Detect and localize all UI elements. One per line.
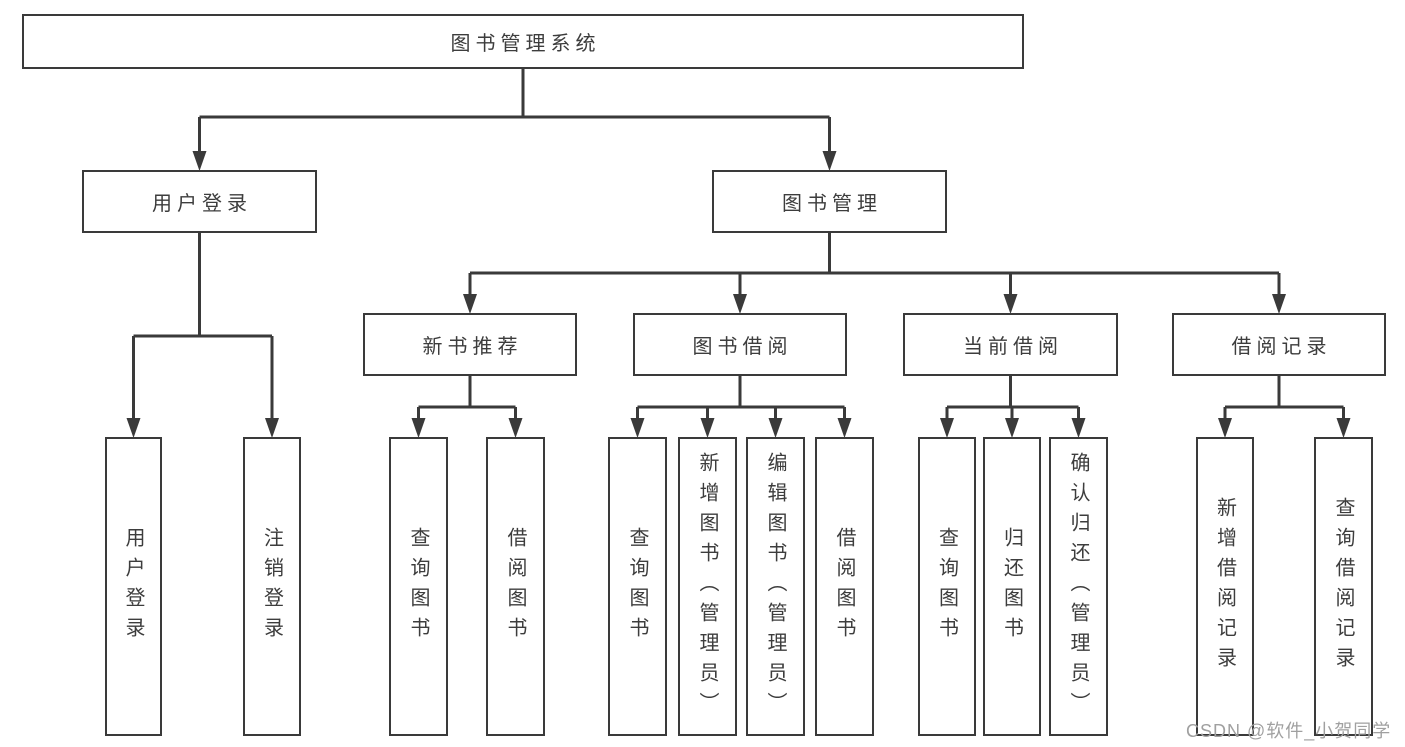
- arrow-down-icon: [411, 418, 426, 438]
- node-borrowing-records: 借阅记录: [1172, 313, 1386, 376]
- node-label: 图书管理: [782, 193, 882, 215]
- node-new-book-recommend: 新书推荐: [363, 313, 577, 376]
- arrow-down-icon: [1336, 418, 1351, 438]
- node-label: 借阅图书: [504, 526, 526, 647]
- node-leaf-confirm-return: 确认归还（管理员）: [1049, 437, 1108, 736]
- arrow-down-icon: [768, 418, 783, 438]
- node-label: 注销登录: [260, 526, 283, 647]
- node-leaf-edit-book-admin: 编辑图书（管理员）: [746, 437, 805, 736]
- node-label: 借阅记录: [1231, 336, 1332, 358]
- node-label: 归还图书: [1000, 526, 1023, 647]
- node-label: 当前借阅: [963, 336, 1063, 358]
- node-label: 借阅图书: [833, 526, 855, 647]
- arrow-down-icon: [508, 418, 523, 438]
- node-current-borrowing: 当前借阅: [903, 313, 1118, 376]
- node-leaf-user-login: 用户登录: [105, 437, 162, 736]
- node-root-system: 图书管理系统: [22, 14, 1024, 69]
- node-label: 查询图书: [935, 526, 958, 647]
- node-leaf-return-book: 归还图书: [983, 437, 1041, 736]
- node-label: 编辑图书（管理员）: [764, 451, 786, 722]
- node-leaf-add-borrow-record: 新增借阅记录: [1196, 437, 1254, 736]
- node-book-borrowing: 图书借阅: [633, 313, 847, 376]
- node-book-management-module: 图书管理: [712, 170, 947, 233]
- arrow-down-icon: [822, 151, 837, 171]
- node-label: 确认归还（管理员）: [1067, 451, 1089, 722]
- arrow-down-icon: [463, 294, 477, 314]
- node-leaf-query-book-3: 查询图书: [918, 437, 976, 736]
- node-leaf-add-book-admin: 新增图书（管理员）: [678, 437, 737, 736]
- node-leaf-query-book-2: 查询图书: [608, 437, 667, 736]
- node-label: 用户登录: [122, 526, 144, 647]
- arrow-down-icon: [1071, 418, 1086, 438]
- node-label: 查询借阅记录: [1332, 496, 1354, 677]
- arrow-down-icon: [630, 418, 645, 438]
- arrow-down-icon: [733, 294, 747, 314]
- arrow-down-icon: [1272, 294, 1286, 314]
- arrow-down-icon: [700, 418, 715, 438]
- arrow-down-icon: [126, 418, 141, 438]
- arrow-down-icon: [837, 418, 852, 438]
- node-label: 用户登录: [152, 193, 252, 215]
- node-leaf-borrow-book-1: 借阅图书: [486, 437, 545, 736]
- node-label: 查询图书: [407, 526, 429, 647]
- csdn-watermark: CSDN @软件_小贺同学: [1186, 721, 1392, 741]
- node-leaf-logout: 注销登录: [243, 437, 301, 736]
- arrow-down-icon: [1005, 418, 1019, 438]
- arrow-down-icon: [940, 418, 954, 438]
- node-label: 查询图书: [626, 526, 648, 647]
- arrow-down-icon: [1218, 418, 1232, 438]
- arrow-down-icon: [265, 418, 279, 438]
- node-label: 新增借阅记录: [1213, 496, 1236, 677]
- node-label: 新书推荐: [422, 336, 523, 358]
- arrow-down-icon: [1003, 294, 1018, 314]
- node-user-login-module: 用户登录: [82, 170, 317, 233]
- node-label: 图书管理系统: [450, 33, 601, 55]
- node-label: 新增图书（管理员）: [696, 451, 718, 722]
- node-leaf-query-book-1: 查询图书: [389, 437, 448, 736]
- node-leaf-query-borrow-record: 查询借阅记录: [1314, 437, 1373, 736]
- node-label: 图书借阅: [692, 336, 793, 358]
- node-leaf-borrow-book-2: 借阅图书: [815, 437, 874, 736]
- arrow-down-icon: [192, 151, 207, 171]
